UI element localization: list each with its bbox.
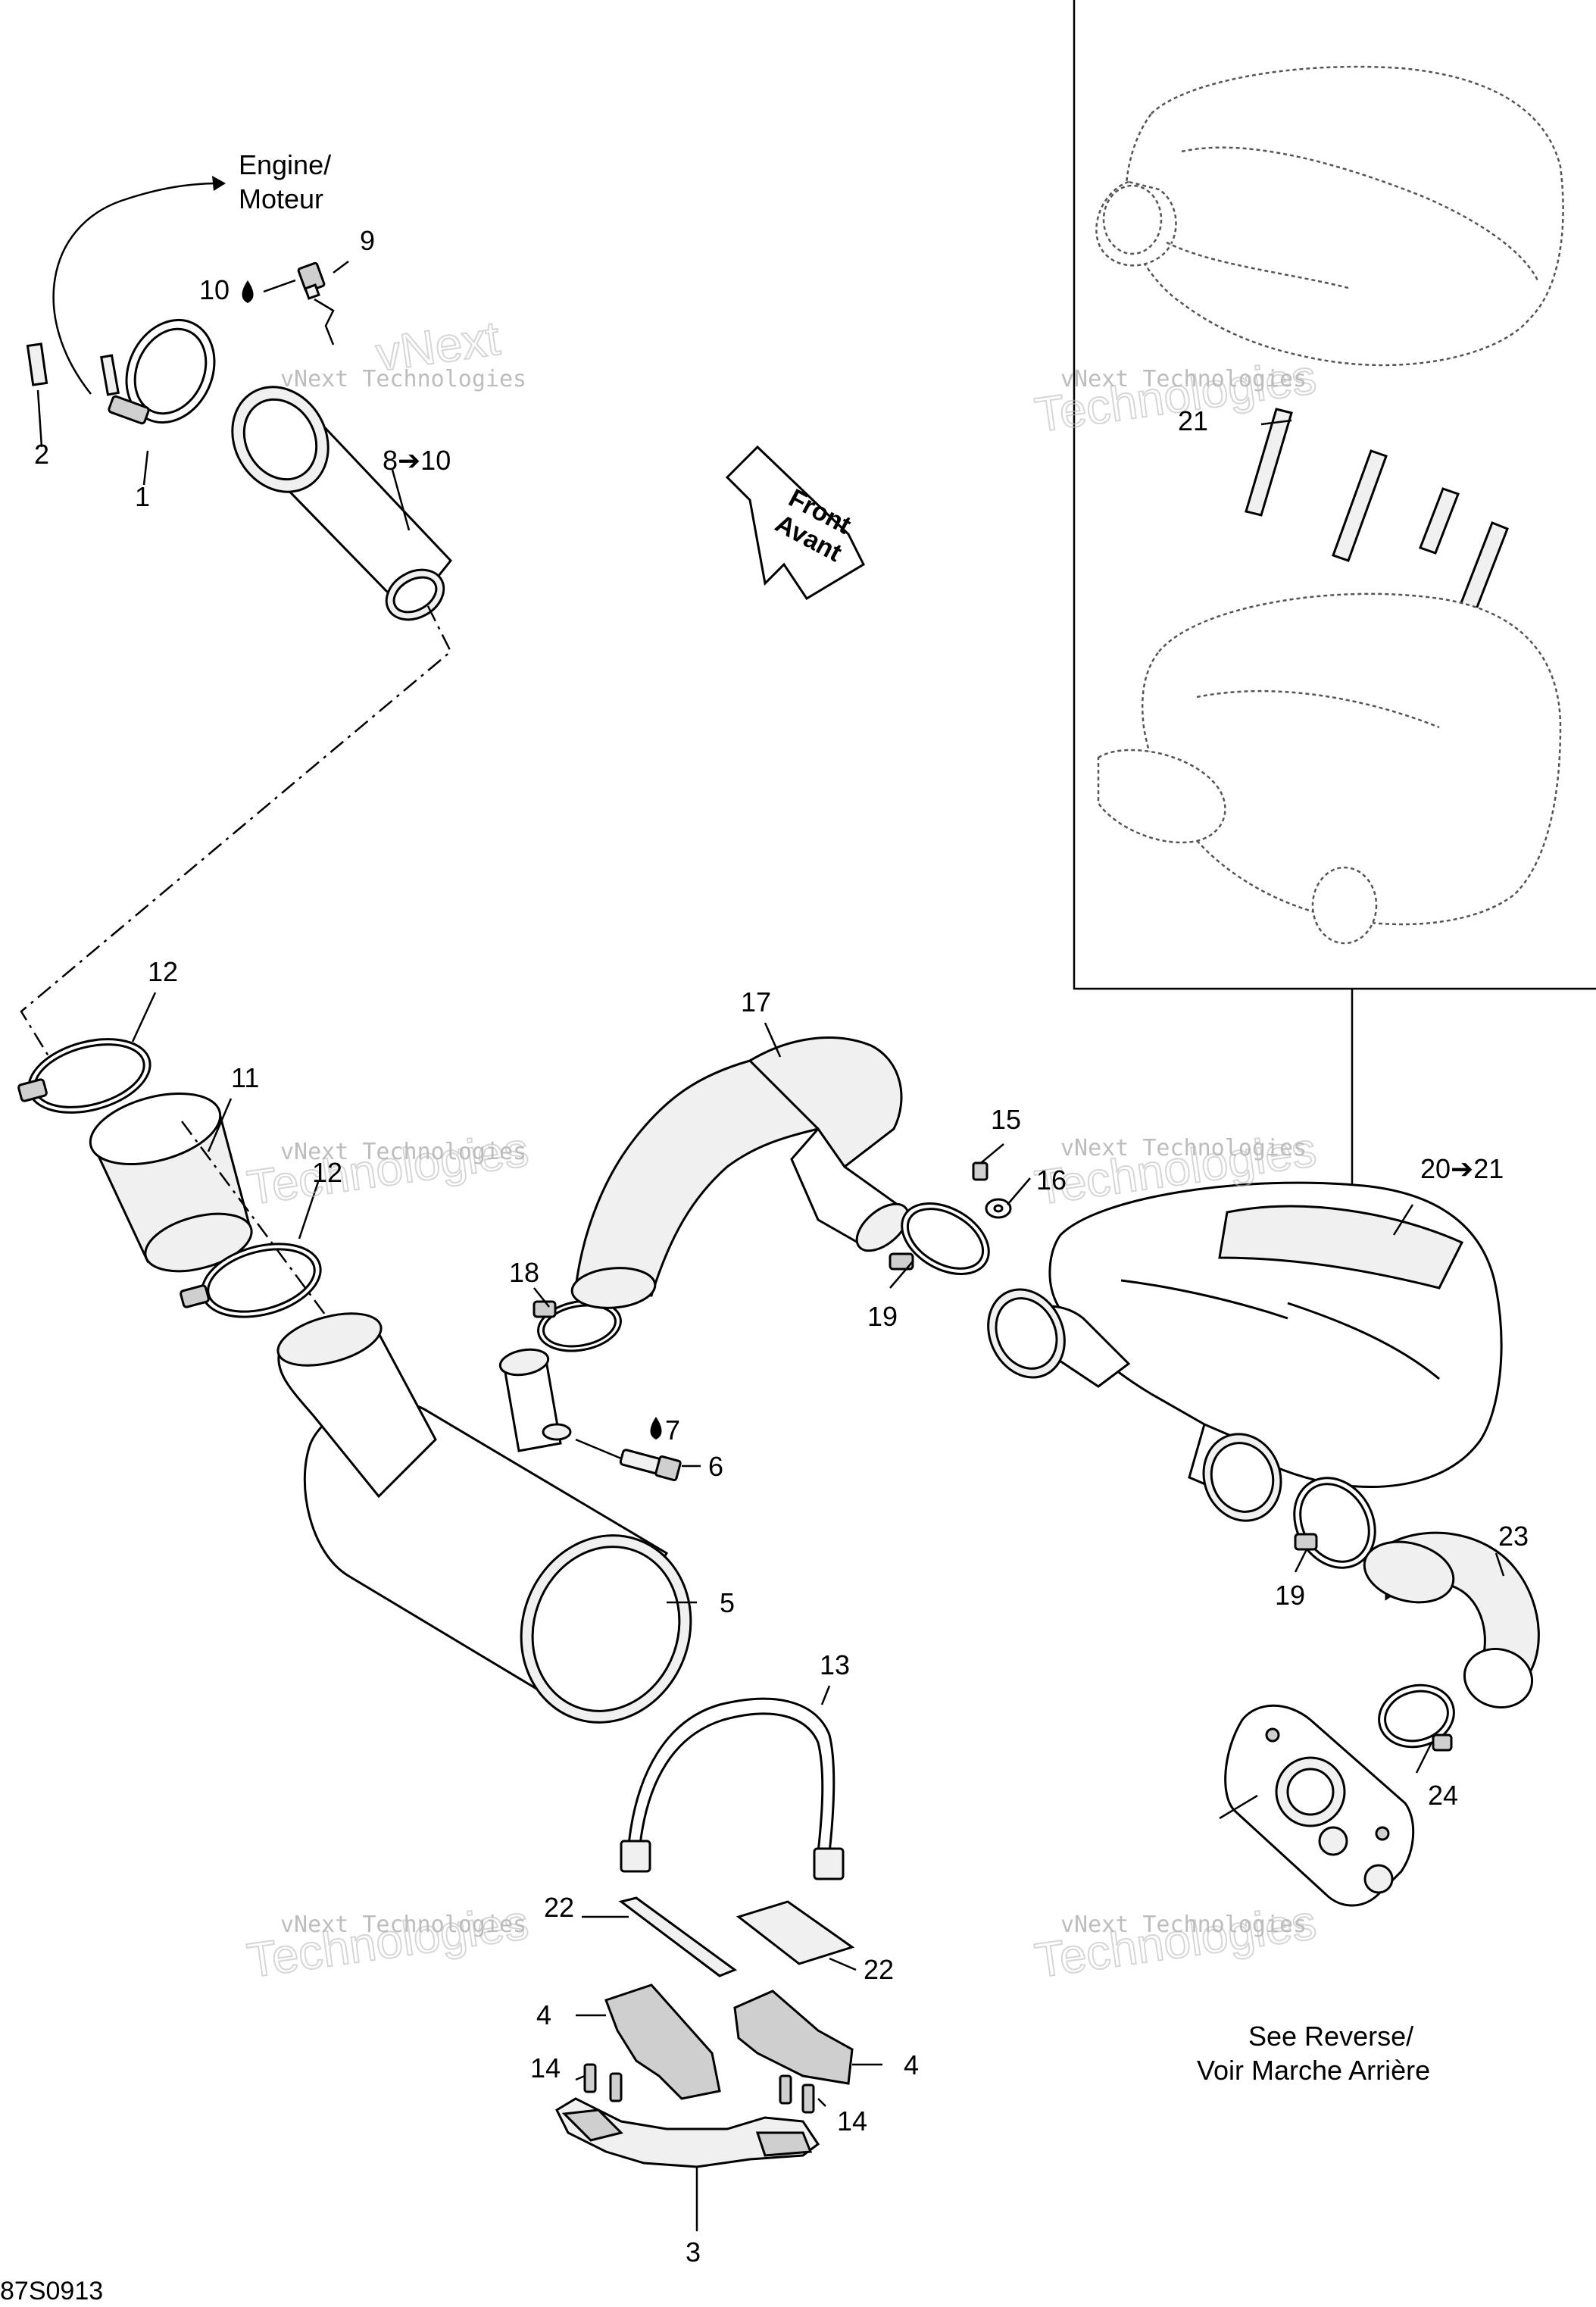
- callout-17: 17: [741, 986, 771, 1018]
- part-13-strap: [620, 1697, 845, 1880]
- svg-text:Engine/: Engine/: [239, 149, 331, 180]
- callout-15: 15: [991, 1104, 1021, 1135]
- watermark-outline: Technologies: [244, 1122, 532, 1215]
- callout-22b: 22: [864, 1954, 894, 1985]
- engine-arrow: [52, 182, 220, 395]
- watermark-text: vNext Technologies: [1060, 1912, 1307, 1938]
- callout-19b: 19: [1275, 1580, 1305, 1611]
- ghost-muffler-bottom: [1097, 592, 1562, 945]
- callout-18: 18: [509, 1257, 539, 1288]
- oil-drop-icon: [650, 1417, 662, 1440]
- part-18-clamp: [533, 1299, 622, 1352]
- watermark-text: vNext Technologies: [280, 1912, 526, 1938]
- front-direction-arrow: [725, 445, 865, 601]
- part-20-rear-muffler: [987, 1181, 1503, 1522]
- figure-code: 87S0913: [0, 2277, 103, 2305]
- callout-23: 23: [1498, 1521, 1529, 1552]
- watermark-text: vNext Technologies: [1060, 366, 1307, 392]
- ghost-muffler-top: [1095, 65, 1564, 367]
- see-reverse-label: See Reverse/ Voir Marche Arrière: [1197, 2021, 1430, 2086]
- callout-8: 8➔10: [383, 445, 451, 476]
- callout-12a: 12: [148, 956, 178, 987]
- callout-16: 16: [1036, 1164, 1067, 1196]
- part-19-clamp-upper: [889, 1202, 990, 1275]
- part-12-clamp-upper: [17, 1038, 151, 1114]
- part-24-clamp: [1378, 1683, 1455, 1752]
- leader-lines: [36, 261, 1505, 2231]
- callout-11: 11: [231, 1062, 259, 1093]
- part-1-clamp: [100, 318, 216, 425]
- callout-24: 24: [1428, 1780, 1458, 1811]
- part-16-washer: [985, 1198, 1012, 1219]
- callout-2: 2: [34, 439, 49, 470]
- watermark-text: vNext Technologies: [1060, 1135, 1307, 1161]
- inset-box: [1073, 0, 1596, 990]
- part-17-bent-pipe: [570, 1036, 910, 1309]
- callout-5: 5: [720, 1587, 735, 1618]
- part-22-pad-right: [736, 1900, 855, 1965]
- watermark-outline: Technologies: [1032, 1895, 1320, 1988]
- callout-10-group: 10: [199, 274, 254, 305]
- part-4-bracket-left: [604, 1983, 721, 2100]
- callout-13: 13: [820, 1649, 850, 1680]
- part-14-bolts-left: [583, 2063, 623, 2102]
- part-6-sensor: [575, 1438, 682, 1482]
- callout-9: 9: [360, 225, 375, 256]
- engine-label: Engine/ Moteur: [239, 149, 331, 214]
- part-5-muffler: [276, 1312, 692, 1724]
- callout-7: 7: [665, 1415, 680, 1446]
- oil-drop-icon: [242, 280, 254, 303]
- callout-22a: 22: [544, 1892, 574, 1923]
- part-8-pipe: [231, 386, 452, 621]
- callout-10: 10: [199, 274, 230, 305]
- callout-6: 6: [708, 1451, 723, 1482]
- svg-text:Moteur: Moteur: [239, 183, 323, 214]
- callout-20: 20➔21: [1420, 1153, 1504, 1184]
- callout-7-group: 7: [650, 1415, 680, 1446]
- part-9-fitting: [297, 261, 326, 300]
- callout-1: 1: [135, 481, 150, 512]
- part-3-base-plate: [555, 2097, 820, 2168]
- callouts: 1 2 3 4 4 5 6 7 8➔10 9 10 11 12 12 13 14…: [34, 225, 1529, 2268]
- svg-text:Voir Marche Arrière: Voir Marche Arrière: [1197, 2055, 1430, 2086]
- callout-12b: 12: [312, 1157, 342, 1188]
- watermark-text: vNext Technologies: [280, 366, 526, 392]
- callout-4a: 4: [536, 1999, 551, 2030]
- callout-19a: 19: [867, 1301, 898, 1332]
- part-2-pin: [26, 342, 48, 386]
- callout-3: 3: [686, 2237, 701, 2268]
- centerline-middle: [180, 1121, 346, 1342]
- reverse-gate-plate: [1224, 1704, 1415, 1907]
- callout-4b: 4: [904, 2049, 919, 2080]
- watermark-outline: Technologies: [244, 1895, 532, 1988]
- watermark-text: vNext Technologies: [280, 1139, 526, 1165]
- fitting-leader: [314, 298, 335, 345]
- callout-14b: 14: [837, 2105, 867, 2137]
- engine-arrowhead: [212, 176, 226, 191]
- svg-text:See Reverse/: See Reverse/: [1248, 2021, 1413, 2052]
- centerline-upper: [20, 605, 452, 1077]
- part-4-bracket-right: [733, 1990, 854, 2085]
- part-23-elbow: [1363, 1531, 1540, 1709]
- part-11-coupler: [89, 1092, 253, 1273]
- part-15-bolt: [972, 1161, 989, 1181]
- part-14-bolts-right: [779, 2074, 815, 2114]
- callout-14a: 14: [530, 2052, 561, 2083]
- part-22-pad-left: [618, 1896, 738, 1977]
- callout-21: 21: [1178, 405, 1208, 436]
- part-12-clamp-lower: [180, 1243, 322, 1318]
